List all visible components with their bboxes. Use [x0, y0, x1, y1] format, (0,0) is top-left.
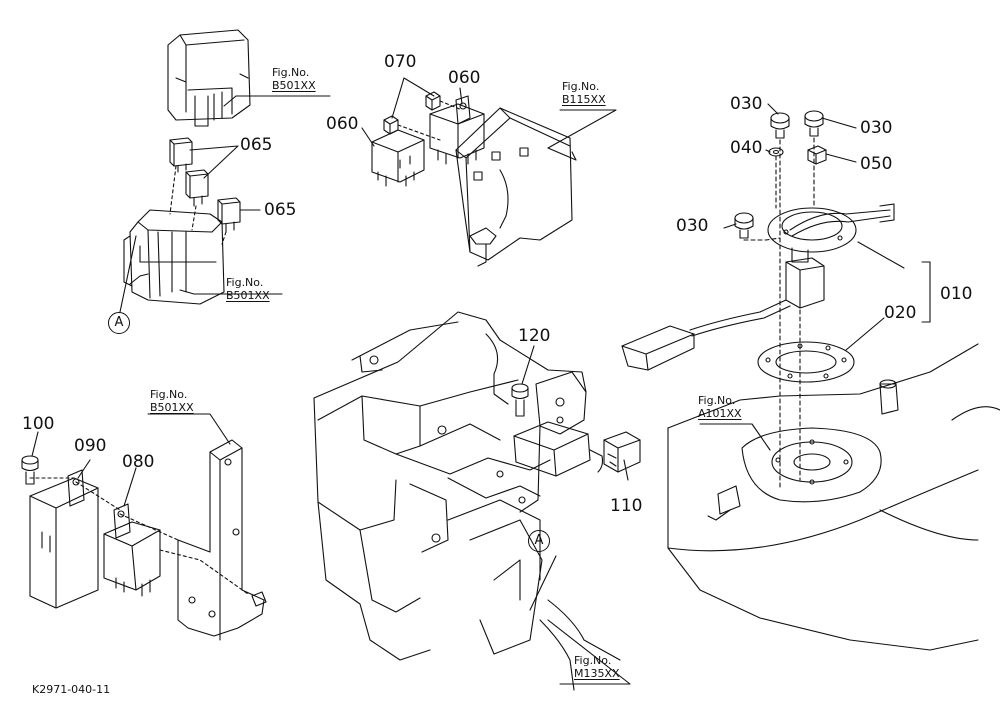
mini-relay-1 [170, 138, 192, 172]
float-arm [622, 326, 694, 370]
callout-030-side[interactable]: 030 [676, 216, 709, 236]
bolt-070-b [426, 92, 440, 110]
callout-060-right[interactable]: 060 [448, 68, 481, 88]
washer-040 [769, 148, 783, 156]
screw-100 [22, 456, 38, 484]
callout-065-upper[interactable]: 065 [240, 135, 273, 155]
mini-relay-2 [186, 170, 208, 206]
fig-ref-a101xx[interactable]: Fig.No. A101XX [698, 394, 742, 420]
relay-socket-block [124, 210, 224, 304]
fig-ref-prefix: Fig.No. [272, 66, 310, 79]
bolt-120 [512, 384, 528, 416]
fig-ref-underlines [148, 96, 770, 684]
relay-060-left [372, 130, 424, 186]
fig-ref-prefix: Fig.No. [226, 276, 264, 289]
fig-ref-code: B501XX [226, 289, 270, 302]
screw-030-side [735, 213, 753, 238]
fig-ref-code: B115XX [562, 93, 606, 106]
callout-065-lower[interactable]: 065 [264, 200, 297, 220]
callout-020[interactable]: 020 [884, 303, 917, 323]
ref-circle-a-middle[interactable]: A [528, 530, 550, 552]
callout-120[interactable]: 120 [518, 326, 551, 346]
main-frame [314, 312, 620, 690]
fig-ref-prefix: Fig.No. [698, 394, 736, 407]
callout-080[interactable]: 080 [122, 452, 155, 472]
fig-ref-b501xx-bottom[interactable]: Fig.No. B501XX [150, 388, 194, 414]
callout-030-top-right[interactable]: 030 [860, 118, 893, 138]
callout-040[interactable]: 040 [730, 138, 763, 158]
callout-090[interactable]: 090 [74, 436, 107, 456]
bracket-b501 [178, 440, 266, 640]
fig-ref-b115xx[interactable]: Fig.No. B115XX [562, 80, 606, 106]
callout-070[interactable]: 070 [384, 52, 417, 72]
callout-100[interactable]: 100 [22, 414, 55, 434]
ref-circle-a-left[interactable]: A [108, 312, 130, 334]
fig-ref-code: B501XX [272, 79, 316, 92]
washer-040-hole [774, 151, 779, 154]
bolt-guide-line [398, 101, 462, 140]
relay-guide-line [170, 166, 226, 244]
relay-block-top [168, 30, 250, 126]
relay-060-right [430, 96, 484, 164]
callout-030-top-left[interactable]: 030 [730, 94, 763, 114]
fig-ref-code: M135XX [574, 667, 620, 680]
gasket-020 [758, 342, 854, 382]
assembly-guide-lines [744, 138, 814, 490]
fig-ref-b501xx-top[interactable]: Fig.No. B501XX [272, 66, 316, 92]
flasher-unit-090 [30, 470, 98, 608]
fig-ref-prefix: Fig.No. [562, 80, 600, 93]
leader-lines [32, 78, 904, 610]
bracket-b115 [456, 108, 576, 266]
bolt-070-a [384, 116, 398, 134]
sender-unit-010 [690, 204, 894, 336]
callout-010[interactable]: 010 [940, 284, 973, 304]
flasher-guide-lines [30, 478, 248, 594]
callout-110[interactable]: 110 [610, 496, 643, 516]
leader-ref-a [120, 236, 136, 312]
fig-ref-m135xx[interactable]: Fig.No. M135XX [574, 654, 620, 680]
controller-110 [514, 422, 640, 476]
callout-050[interactable]: 050 [860, 154, 893, 174]
fig-ref-prefix: Fig.No. [150, 388, 188, 401]
relay-080 [104, 504, 160, 596]
fig-ref-code: A101XX [698, 407, 742, 420]
fig-ref-prefix: Fig.No. [574, 654, 612, 667]
drawing-id: K2971-040-11 [32, 683, 111, 696]
mini-relay-3 [218, 198, 240, 232]
fuel-tank [668, 344, 1000, 650]
screw-030-top-right [805, 111, 823, 136]
fig-ref-b501xx-mid[interactable]: Fig.No. B501XX [226, 276, 270, 302]
fig-ref-code: B501XX [150, 401, 194, 414]
bracket-010 [922, 262, 930, 322]
screw-030-top-left [771, 113, 789, 138]
callout-060-left[interactable]: 060 [326, 114, 359, 134]
terminal-050 [808, 146, 826, 164]
